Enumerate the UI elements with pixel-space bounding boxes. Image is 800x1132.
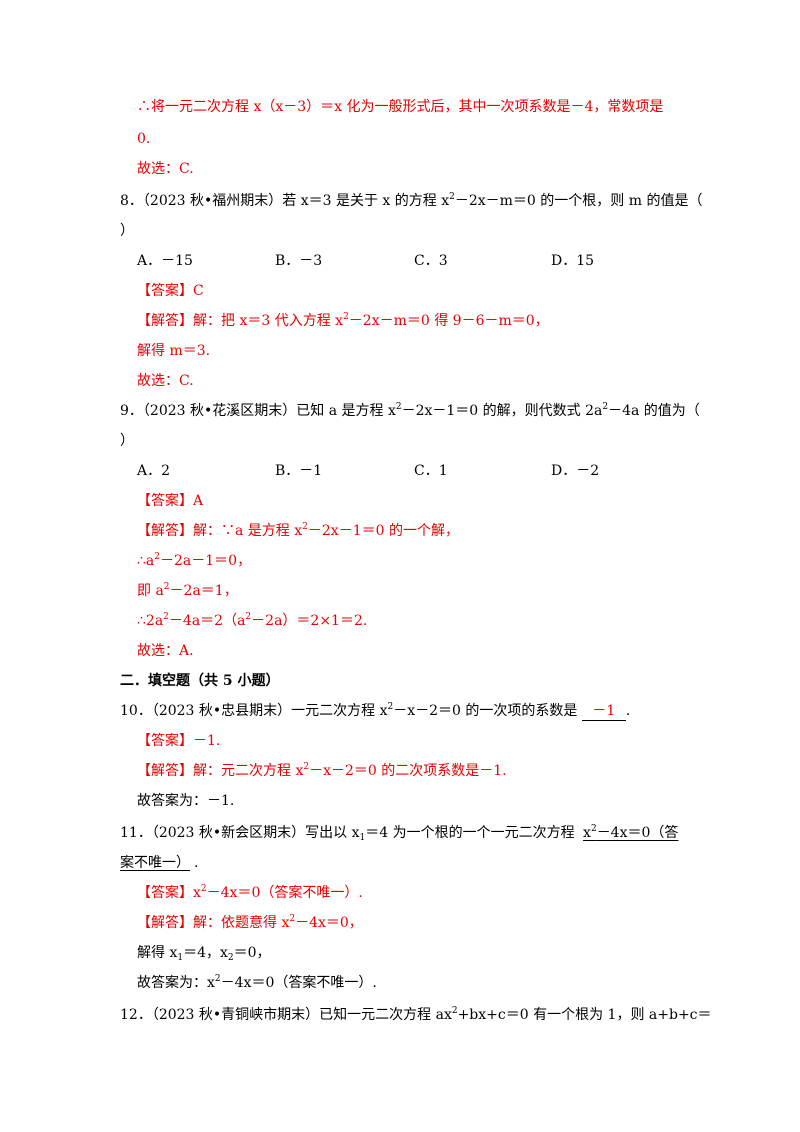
q9-stem-line1: 9．（2023 秋•花溪区期末）已知 a 是方程 x2－2x－1＝0 的解，则代… [120,402,700,420]
q7-choose: 故选：C. [137,161,194,177]
q9-option-a: A．2 [137,463,171,479]
q8-choose: 故选：C. [137,373,194,389]
q8-option-a: A．－15 [137,253,193,269]
q11-answer: 【答案】x2－4x＝0（答案不唯一）. [137,884,363,902]
q8-option-d: D．15 [551,253,595,269]
q11-solution-line1: 【解答】解：依题意得 x2－4x＝0， [137,914,363,932]
q8-stem-line1: 8．（2023 秋•福州期末）若 x＝3 是关于 x 的方程 x2－2x－m＝0… [120,192,703,210]
q9-solution-line2: ∴a2－2a－1＝0， [137,552,252,570]
q11-blank-answer-part1: x2－4x＝0（答 [583,824,679,842]
q10-blank-answer: －1 [581,702,626,721]
q8-stem-line2: ） [120,223,134,239]
q7-conclusion-line1: ∴将一元二次方程 x（x－3）＝x 化为一般形式后，其中一次项系数是－4，常数项… [137,99,664,115]
q7-conclusion-line2: 0. [137,131,151,147]
q9-choose: 故选：A. [137,643,194,659]
section-title-fill-in: 二．填空题（共 5 小题） [120,673,280,689]
q11-stem-line2: 案不唯一）. [120,855,199,871]
q11-blank-answer-part2: 案不唯一） [120,855,190,871]
q9-option-d: D．－2 [551,463,600,479]
q9-option-b: B．－1 [275,463,323,479]
q9-solution-line1: 【解答】解：∵a 是方程 x2－2x－1＝0 的一个解， [137,522,459,540]
q11-solution-line2: 解得 x1＝4，x2＝0， [137,945,271,963]
q9-solution-line4: ∴2a2－4a＝2（a2－2a）＝2×1＝2. [137,612,368,630]
q8-solution-line1: 【解答】解：把 x＝3 代入方程 x2－2x－m＝0 得 9－6－m＝0， [137,312,549,330]
q8-option-b: B．－3 [275,253,323,269]
q11-stem-line1: 11．（2023 秋•新会区期末）写出以 x1＝4 为一个根的一个一元二次方程 … [120,823,682,843]
q9-stem-line2: ） [120,433,134,449]
q8-solution-line2: 解得 m＝3. [137,343,211,359]
q8-option-c: C．3 [414,253,448,269]
q11-final-answer: 故答案为：x2－4x＝0（答案不唯一）. [137,974,377,992]
q9-solution-line3: 即 a2－2a＝1， [137,582,238,600]
q10-final-answer: 故答案为：－1. [137,793,235,809]
q8-answer: 【答案】C [137,283,204,299]
q9-answer: 【答案】A [137,493,204,509]
q10-stem: 10．（2023 秋•忠县期末）一元二次方程 x2－x－2＝0 的一次项的系数是… [120,702,631,721]
q10-solution: 【解答】解：元二次方程 x2－x－2＝0 的二次项系数是－1. [137,762,507,780]
q10-answer: 【答案】－1. [137,733,221,749]
q9-option-c: C．1 [414,463,448,479]
q12-stem: 12．（2023 秋•青铜峡市期末）已知一元二次方程 ax2+bx+c＝0 有一… [120,1006,712,1024]
